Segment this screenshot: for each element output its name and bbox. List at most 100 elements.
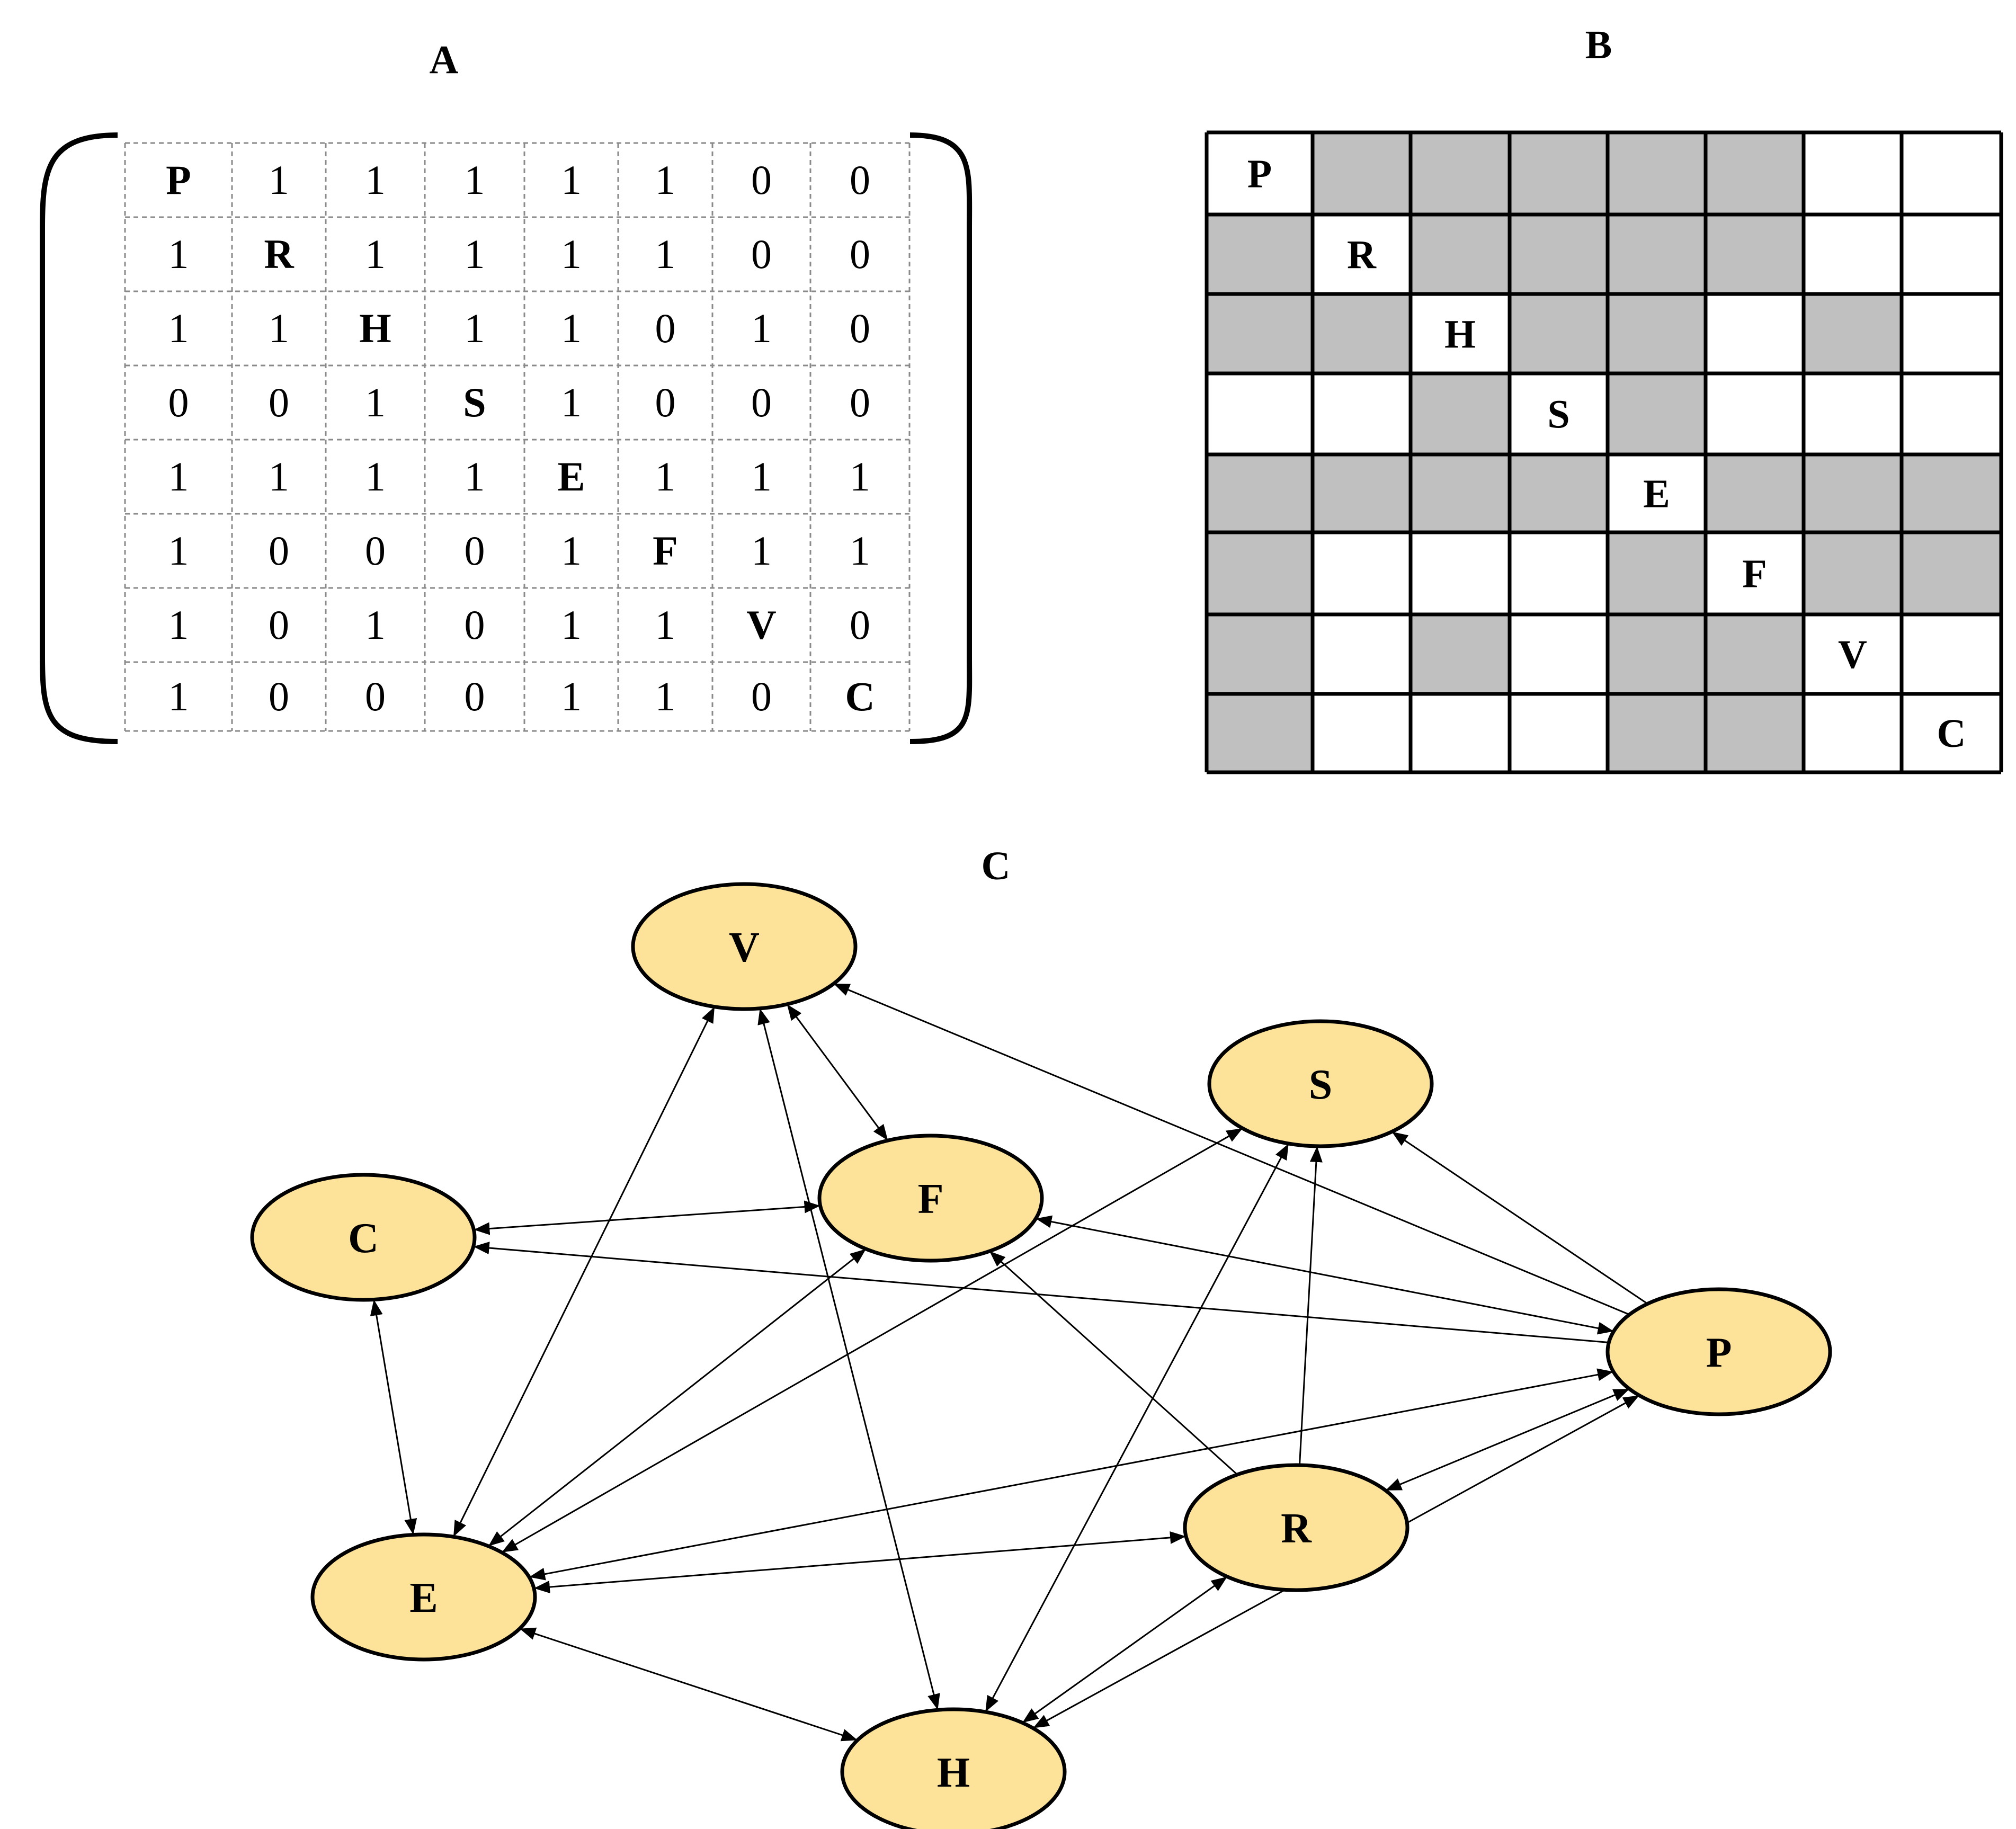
- blank-cell: [1902, 373, 2001, 454]
- matrix-cell-value: 1: [365, 157, 386, 203]
- matrix-cell-value: 1: [561, 231, 582, 277]
- shaded-cell: [1804, 294, 1902, 373]
- matrix-cell-value: 1: [655, 453, 676, 499]
- node-ellipse: [310, 1532, 537, 1662]
- matrix-cell-value: 1: [465, 157, 485, 203]
- blank-cell: [1902, 294, 2001, 373]
- shaded-cell: [1608, 215, 1706, 294]
- shaded-grid-cells: [1207, 132, 2001, 772]
- blank-cell: [1706, 373, 1804, 454]
- shaded-cell: [1706, 614, 1804, 694]
- edge-r-h: [1022, 1576, 1228, 1724]
- shaded-cell: [1207, 215, 1313, 294]
- edge-c-e: [370, 1299, 417, 1535]
- matrix-cell-value: 0: [850, 602, 870, 648]
- matrix-grid: [124, 142, 911, 732]
- blank-cell: [1804, 614, 1902, 694]
- shaded-cell: [1608, 614, 1706, 694]
- blank-cell: [1313, 215, 1411, 294]
- grid-diagonal-label: R: [1347, 233, 1377, 277]
- edge-r-e: [533, 1531, 1187, 1594]
- blank-cell: [1804, 373, 1902, 454]
- matrix-diagonal-label: R: [264, 231, 295, 277]
- shaded-cell: [1706, 694, 1804, 772]
- edge-c-f: [474, 1200, 820, 1235]
- matrix-cell-value: 1: [561, 673, 582, 719]
- node-label: H: [937, 1750, 970, 1796]
- panel-c-label: C: [982, 844, 1011, 888]
- matrix-cell-value: 0: [465, 528, 485, 574]
- matrix-cell-value: 1: [365, 453, 386, 499]
- matrix-cell-value: 0: [269, 528, 289, 574]
- matrix-cell-value: 0: [850, 231, 870, 277]
- matrix-diagonal-label: V: [746, 602, 776, 648]
- shaded-cell: [1608, 294, 1706, 373]
- node-s: S: [1207, 1019, 1434, 1148]
- blank-cell: [1706, 532, 1804, 614]
- shaded-cell: [1706, 454, 1804, 532]
- edge-f-e: [488, 1248, 867, 1547]
- shaded-cell: [1207, 694, 1313, 772]
- matrix-cell-value: 1: [269, 157, 289, 203]
- matrix-cell-value: 0: [269, 379, 289, 425]
- grid-diagonal-label: F: [1742, 552, 1767, 596]
- node-label: C: [348, 1215, 379, 1262]
- blank-cell: [1608, 454, 1706, 532]
- matrix-cell-value: 0: [365, 528, 386, 574]
- shaded-cell: [1804, 454, 1902, 532]
- matrix-cell-value: 1: [655, 157, 676, 203]
- shaded-cell: [1608, 694, 1706, 772]
- matrix-cell-value: 1: [168, 673, 189, 719]
- shaded-cell: [1207, 454, 1313, 532]
- shaded-cell: [1902, 454, 2001, 532]
- shaded-cell: [1207, 294, 1313, 373]
- matrix-cell-value: 1: [168, 453, 189, 499]
- blank-cell: [1313, 532, 1411, 614]
- node-label: E: [409, 1575, 438, 1621]
- node-p: P: [1605, 1287, 1832, 1416]
- shaded-cell: [1902, 532, 2001, 614]
- matrix-cell-value: 1: [168, 305, 189, 351]
- shaded-cell: [1411, 373, 1510, 454]
- grid-diagonal-label: V: [1838, 632, 1867, 677]
- shaded-cell: [1608, 373, 1706, 454]
- node-ellipse: [1605, 1287, 1832, 1416]
- matrix-cell-value: 1: [365, 231, 386, 277]
- shaded-cell: [1706, 215, 1804, 294]
- matrix-cell-value: 1: [751, 528, 772, 574]
- shaded-cell: [1510, 215, 1608, 294]
- matrix-cell-value: 0: [168, 379, 189, 425]
- matrix-cell-value: 1: [751, 453, 772, 499]
- blank-cell: [1902, 132, 2001, 215]
- matrix-cell-value: 1: [655, 602, 676, 648]
- grid-diagonal-label: S: [1547, 392, 1569, 437]
- matrix-cell-value: 0: [850, 305, 870, 351]
- blank-cell: [1804, 132, 1902, 215]
- node-label: V: [729, 924, 760, 971]
- matrix-cell-value: 1: [850, 528, 870, 574]
- shaded-cell: [1207, 532, 1313, 614]
- node-e: E: [310, 1532, 537, 1662]
- blank-cell: [1411, 532, 1510, 614]
- edge-r-f: [989, 1251, 1238, 1475]
- matrix-cell-value: 1: [465, 231, 485, 277]
- shaded-cell: [1510, 454, 1608, 532]
- matrix-cell-value: 1: [655, 231, 676, 277]
- matrix-cell-value: 1: [561, 305, 582, 351]
- shaded-cell: [1608, 532, 1706, 614]
- shaded-cell: [1510, 132, 1608, 215]
- matrix-cell-value: 1: [168, 528, 189, 574]
- edge-p-r: [1385, 1388, 1630, 1492]
- matrix-cell-value: 0: [751, 673, 772, 719]
- matrix-diagonal-label: P: [166, 157, 191, 203]
- blank-cell: [1706, 294, 1804, 373]
- node-ellipse: [1207, 1019, 1434, 1148]
- matrix-right-bracket: [909, 132, 973, 744]
- matrix-diagonal-label: C: [845, 673, 875, 719]
- grid-diagonal-label: E: [1643, 472, 1670, 516]
